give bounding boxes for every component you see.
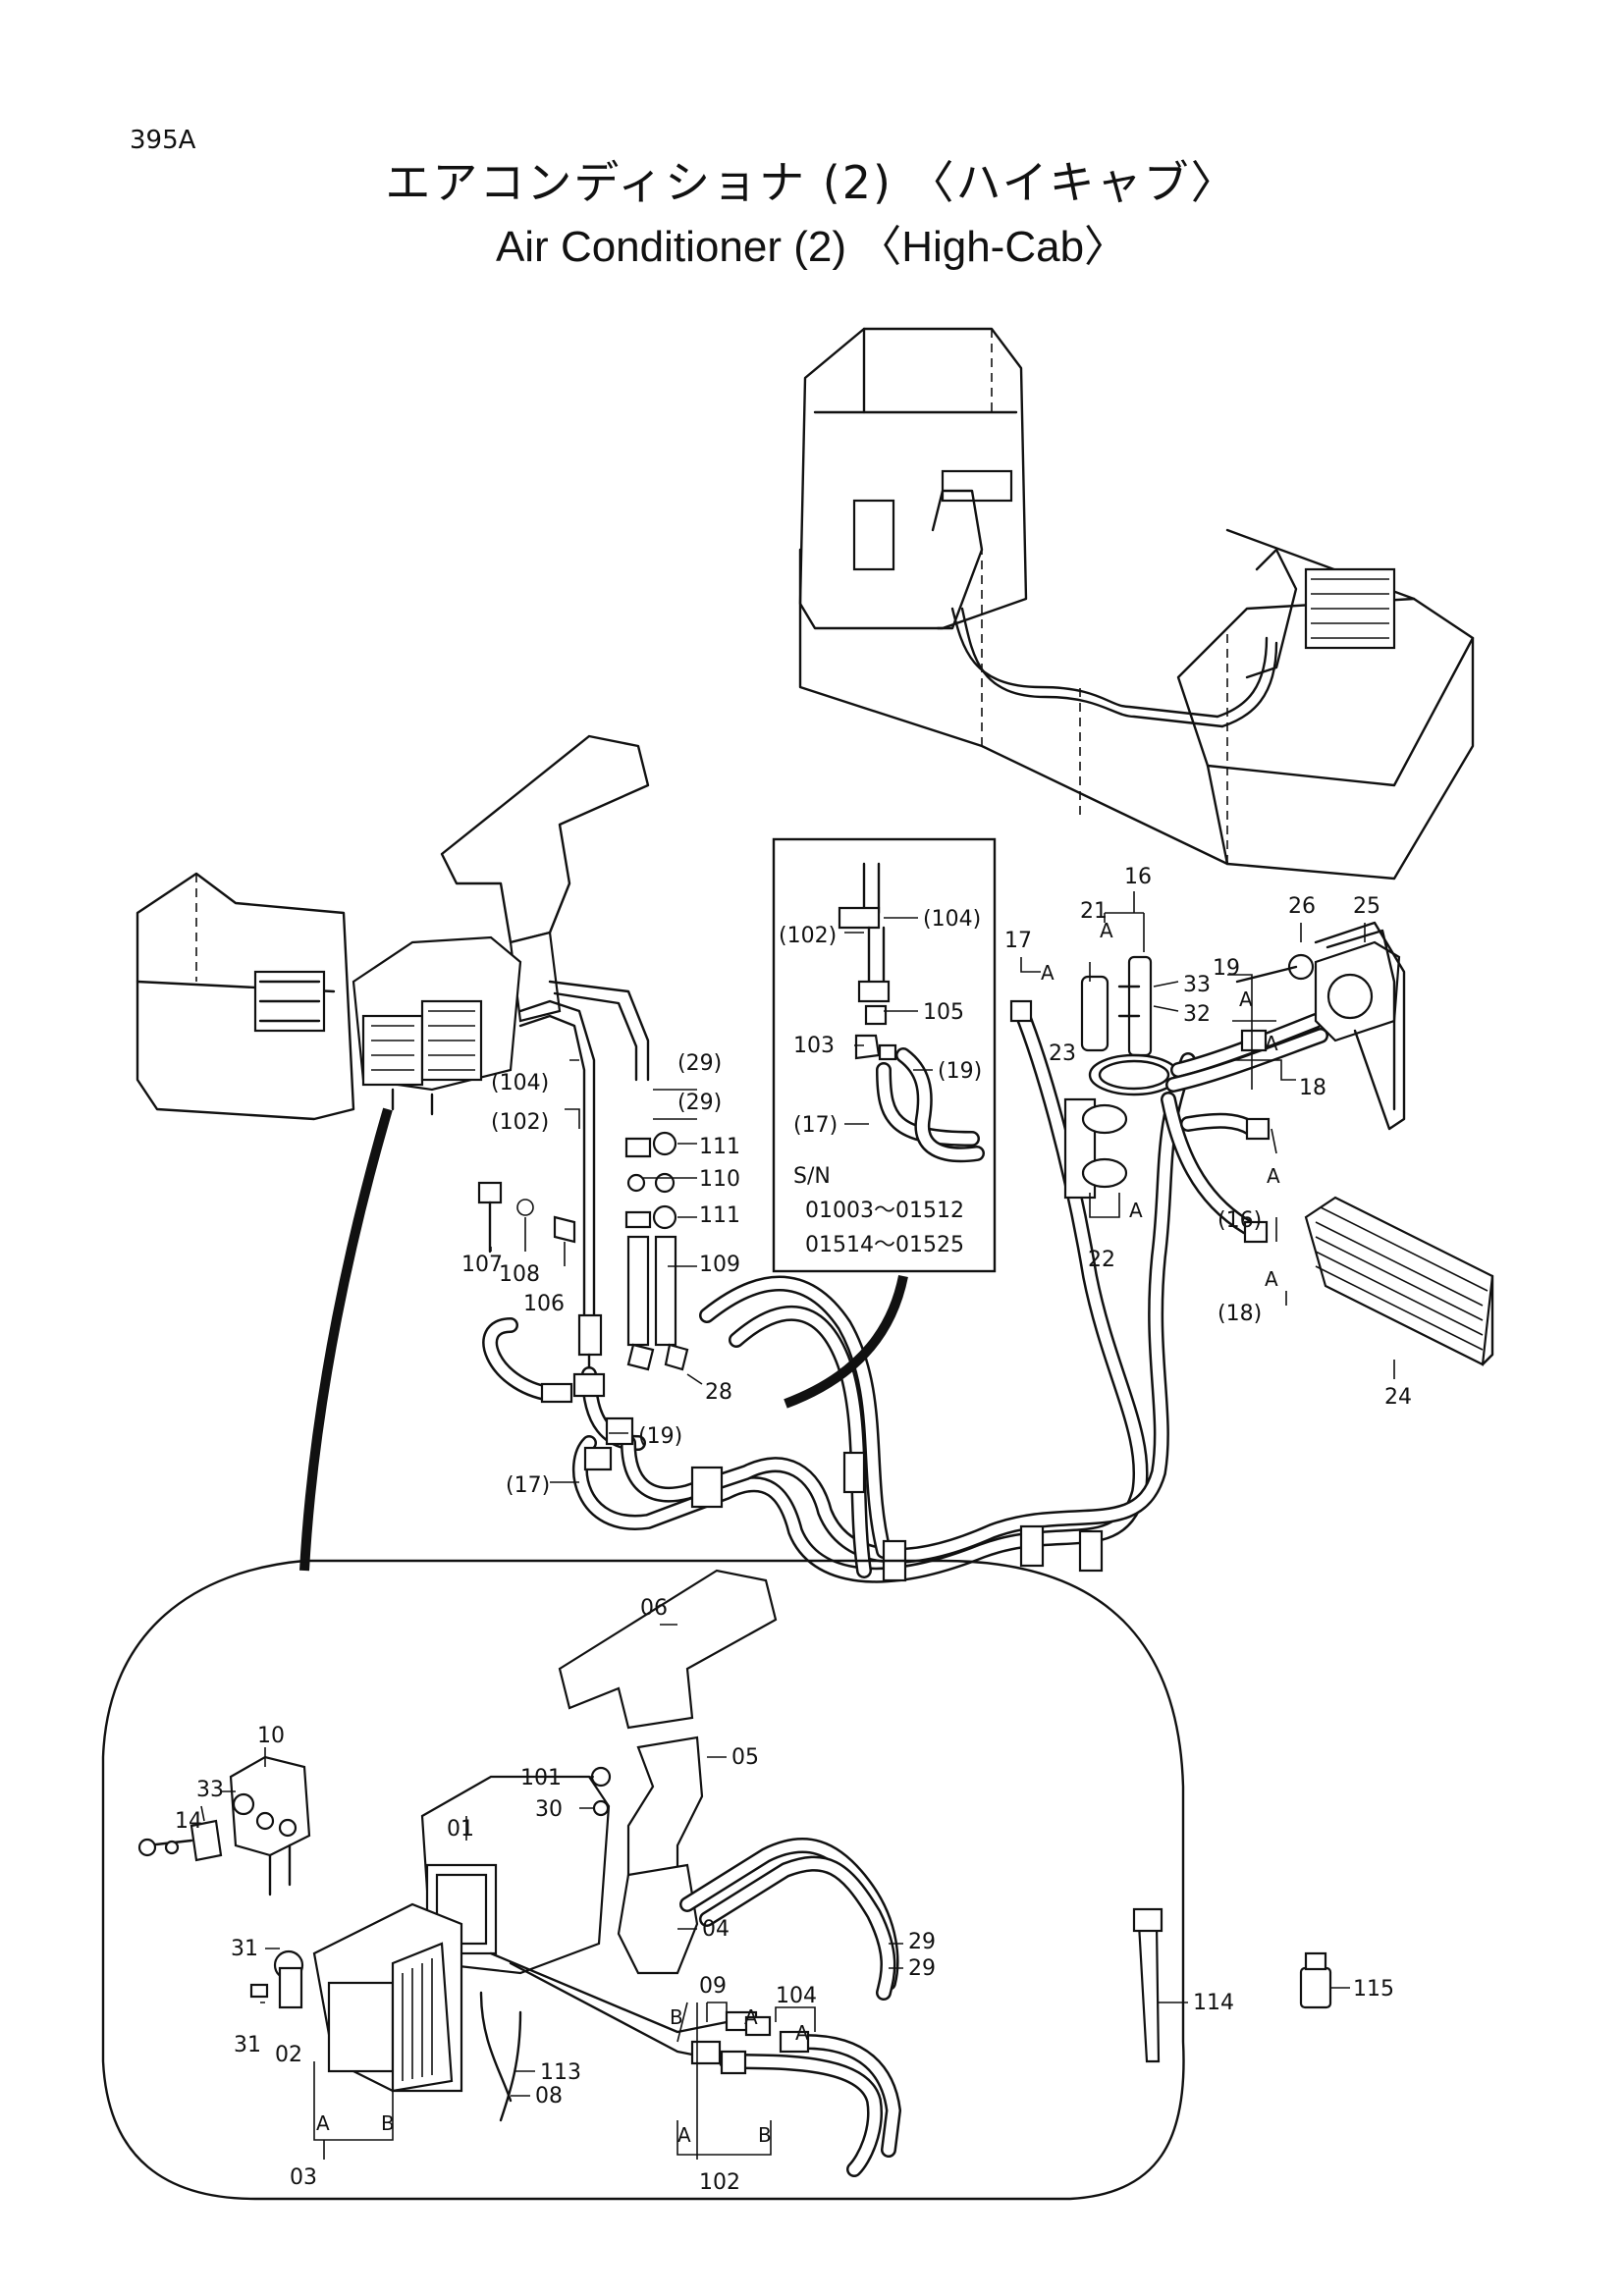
label-24: 24 [1384, 1385, 1412, 1410]
label-111b: 111 [699, 1203, 740, 1228]
label-104: (104) [491, 1071, 549, 1095]
detail-label-102: 102 [699, 2170, 740, 2195]
detail-label-31b: 31 [234, 2033, 261, 2057]
serial-range-1: 01003～01512 [805, 1199, 964, 1223]
detail-label-a2: A [744, 2005, 758, 2029]
label-32: 32 [1183, 1002, 1211, 1027]
label-33: 33 [1183, 973, 1211, 997]
inset-label-19: (19) [938, 1059, 982, 1084]
detail-label-02: 02 [275, 2043, 302, 2067]
detail-label-14: 14 [175, 1809, 202, 1834]
label-18: 18 [1299, 1076, 1326, 1100]
detail-label-a1: A [316, 2111, 330, 2135]
serial-number-label: S/N [793, 1164, 831, 1189]
label-29b: (29) [677, 1091, 722, 1115]
label-18b: (18) [1217, 1302, 1262, 1326]
detail-label-104: 104 [776, 1984, 817, 2008]
main-hoses [482, 1003, 1196, 1583]
label-23: 23 [1049, 1041, 1076, 1066]
label-22: 22 [1088, 1248, 1115, 1272]
label-29a: (29) [677, 1051, 722, 1076]
label-21: 21 [1080, 899, 1108, 924]
detail-label-04: 04 [702, 1917, 730, 1942]
label-a2: A [1100, 919, 1113, 942]
detail-label-113: 113 [540, 2060, 581, 2085]
detail-label-a3: A [795, 2021, 809, 2045]
inset-label-104: (104) [923, 907, 981, 932]
label-28: 28 [705, 1380, 732, 1405]
serial-inset [772, 837, 997, 1273]
detail-label-06: 06 [640, 1596, 668, 1621]
detail-label-29a: 29 [908, 1930, 936, 1954]
label-19: 19 [1213, 956, 1240, 981]
label-106: 106 [523, 1292, 565, 1316]
detail-label-03: 03 [290, 2165, 317, 2190]
detail-label-05: 05 [731, 1745, 759, 1770]
pipes-left [477, 980, 689, 1376]
inset-label-102: (102) [779, 924, 837, 948]
label-17: 17 [1004, 929, 1032, 953]
label-16b: (16) [1217, 1208, 1262, 1233]
label-114: 114 [1193, 1991, 1234, 2015]
inset-label-17: (17) [793, 1113, 838, 1138]
label-19b: (19) [638, 1424, 682, 1449]
inset-label-105: 105 [923, 1000, 964, 1025]
inset-label-103: 103 [793, 1034, 835, 1058]
part-115-bottle [1299, 1966, 1332, 2009]
detail-label-b2: B [670, 2005, 683, 2029]
hvac-unit [352, 734, 650, 1116]
label-a6: A [1267, 1164, 1280, 1188]
label-a5: A [1129, 1199, 1143, 1222]
label-26: 26 [1288, 894, 1316, 919]
label-16: 16 [1124, 865, 1152, 889]
label-110: 110 [699, 1167, 740, 1192]
part-114-tie [1137, 1922, 1161, 2063]
leader-lines [200, 891, 1395, 2160]
detail-label-30: 30 [535, 1797, 563, 1822]
title-english: Air Conditioner (2) 〈High-Cab〉 [495, 223, 1128, 271]
detail-label-01: 01 [447, 1817, 474, 1842]
detail-label-b1: B [381, 2111, 395, 2135]
receiver-compressor [1009, 921, 1494, 1366]
detail-label-33: 33 [196, 1778, 224, 1802]
label-a3: A [1239, 988, 1253, 1011]
detail-label-31a: 31 [231, 1937, 258, 1961]
detail-label-a4: A [677, 2123, 691, 2147]
machine-upper-structure [798, 327, 1475, 881]
console [135, 872, 355, 1121]
label-109: 109 [699, 1253, 740, 1277]
detail-label-29b: 29 [908, 1956, 936, 1981]
serial-range-2: 01514～01525 [805, 1233, 964, 1257]
title-japanese: エアコンディショナ (2) 〈ハイキャブ〉 [385, 156, 1238, 209]
page-number: 395A [130, 126, 196, 155]
detail-label-10: 10 [257, 1724, 285, 1748]
detail-label-08: 08 [535, 2084, 563, 2109]
label-108: 108 [499, 1262, 540, 1287]
label-25: 25 [1353, 894, 1380, 919]
label-115: 115 [1353, 1977, 1394, 2002]
labels: 16 17 21 23 33 32 19 26 25 18 22 (16) (1… [175, 865, 1412, 2195]
label-17b: (17) [506, 1473, 550, 1498]
detail-label-09: 09 [699, 1974, 727, 1999]
label-a1: A [1041, 961, 1055, 985]
label-107: 107 [461, 1253, 503, 1277]
label-a4: A [1265, 1032, 1278, 1055]
detail-label-b3: B [758, 2123, 772, 2147]
label-111a: 111 [699, 1135, 740, 1159]
label-a7: A [1265, 1267, 1278, 1291]
label-102: (102) [491, 1110, 549, 1135]
detail-label-101: 101 [520, 1766, 562, 1790]
detail-view [137, 1569, 901, 2177]
